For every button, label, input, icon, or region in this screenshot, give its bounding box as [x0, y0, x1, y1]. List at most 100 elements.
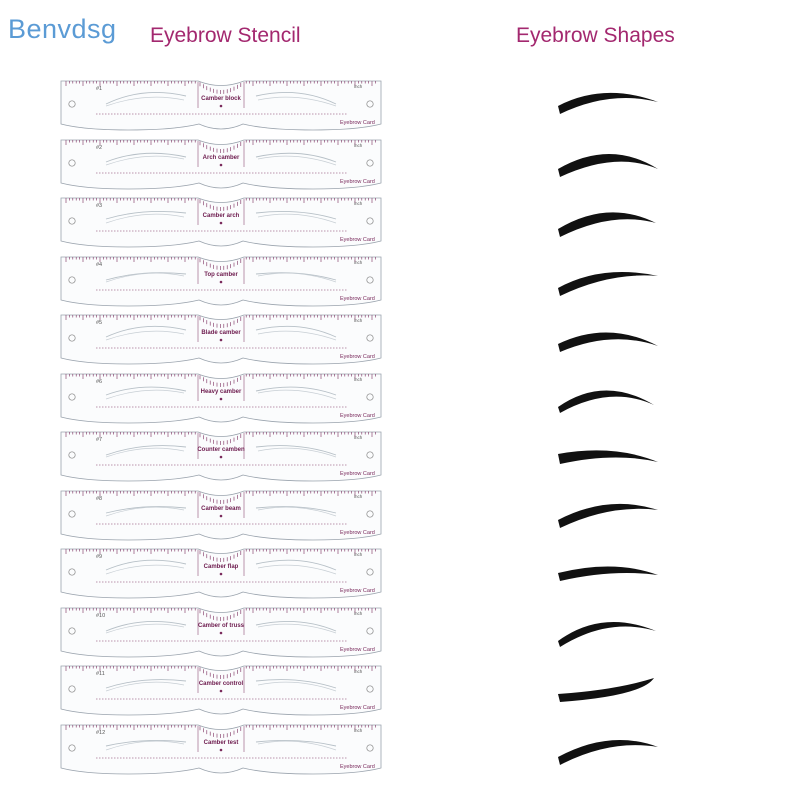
stencil-card-unit: inch — [354, 669, 363, 674]
eyebrow-shape-path — [558, 332, 658, 353]
stencil-card-10: #10 Camber of truss inch Eyebrow Card — [58, 605, 384, 661]
eyebrow-shape-icon — [558, 271, 658, 296]
stencil-card-outline — [60, 314, 382, 365]
stencil-card-shape-name: Camber test — [203, 739, 239, 746]
stencil-card-shape-name: Arch camber — [202, 154, 240, 161]
stencil-card-label: Eyebrow Card — [340, 705, 375, 711]
stencil-card-unit: inch — [354, 201, 363, 206]
stencil-card-unit: inch — [354, 435, 363, 440]
eyebrow-shape-icon — [558, 739, 658, 765]
stencil-card-shape-name: Camber control — [198, 681, 244, 687]
stencil-card-shape-name: Camber block — [201, 96, 241, 102]
stencil-card-6: #6 Heavy camber inch Eyebrow Card — [58, 371, 384, 427]
stencil-card-number: #3 — [96, 203, 103, 209]
eyebrow-shape-3 — [554, 201, 664, 260]
stencil-card-number: #12 — [96, 729, 106, 736]
stencil-card-outline — [60, 373, 382, 423]
eyebrow-shape-icon — [558, 566, 658, 581]
stencil-card-label: Eyebrow Card — [340, 178, 375, 185]
stencil-card-outline — [60, 197, 382, 248]
eyebrow-shape-6 — [554, 377, 664, 436]
eyebrow-shape-2 — [554, 143, 664, 202]
eyebrow-shape-icon — [558, 390, 654, 413]
eyebrow-shape-icon — [558, 153, 658, 177]
stencil-card-outline — [60, 607, 382, 657]
stencil-card-2: #2 Arch camber inch Eyebrow Card — [58, 137, 384, 193]
eyebrow-shape-7 — [554, 436, 664, 495]
stencil-card-shape-name: Camber of truss — [197, 622, 244, 629]
eyebrow-shape-path — [558, 92, 658, 114]
stencil-card-number: #2 — [96, 144, 103, 151]
eyebrow-shape-path — [558, 390, 654, 413]
eyebrow-shape-path — [558, 566, 658, 581]
stencil-card-label: Eyebrow Card — [340, 120, 375, 126]
brand-logo: Benvdsg — [8, 14, 117, 44]
stencil-card-outline — [60, 724, 382, 774]
stencil-card-number: #10 — [96, 612, 106, 619]
stencil-card-unit: inch — [354, 552, 363, 557]
stencil-card-unit: inch — [354, 318, 363, 323]
stencil-card-number: #9 — [96, 554, 103, 560]
eyebrow-shape-path — [558, 271, 658, 296]
stencil-card-unit: inch — [354, 142, 363, 148]
eyebrow-shape-icon — [558, 212, 656, 238]
stencil-card-number: #5 — [96, 320, 103, 326]
stencil-card-number: #1 — [96, 86, 103, 92]
eyebrow-shape-icon — [558, 622, 656, 648]
eyebrow-shape-icon — [558, 332, 658, 353]
stencil-card-shape-name: Counter camben — [197, 447, 245, 453]
eyebrow-shape-path — [558, 212, 656, 238]
eyebrow-shape-1 — [554, 84, 664, 143]
stencil-card-outline — [60, 490, 382, 540]
stencil-card-unit: inch — [354, 727, 363, 733]
eyebrow-shape-icon — [558, 677, 654, 702]
eyebrow-shape-path — [558, 504, 658, 529]
stencil-card-4: #4 Top camber inch Eyebrow Card — [58, 254, 384, 310]
stencil-card-number: #7 — [96, 437, 103, 443]
eyebrow-shape-path — [558, 449, 658, 464]
stencil-card-unit: inch — [354, 610, 363, 616]
stencil-card-number: #4 — [96, 261, 103, 268]
eyebrow-shape-icon — [558, 92, 658, 114]
eyebrow-shape-11 — [554, 670, 664, 729]
stencil-card-label: Eyebrow Card — [340, 588, 375, 594]
stencil-card-unit: inch — [354, 376, 363, 382]
shapes-heading: Eyebrow Shapes — [516, 24, 675, 47]
stencil-card-label: Eyebrow Card — [340, 763, 375, 770]
stencil-card-3: #3 Camber arch inch Eyebrow Card — [58, 195, 384, 251]
stencil-card-11: #11 Camber control inch Eyebrow Card — [58, 663, 384, 719]
stencil-card-9: #9 Camber flap inch Eyebrow Card — [58, 546, 384, 602]
stencil-card-number: #8 — [96, 495, 103, 502]
eyebrow-shape-icon — [558, 504, 658, 529]
stencil-card-1: #1 Camber block inch Eyebrow Card — [58, 78, 384, 134]
stencil-card-number: #6 — [96, 378, 103, 385]
stencil-card-label: Eyebrow Card — [340, 354, 375, 360]
stencil-card-shape-name: Camber beam — [201, 505, 241, 512]
eyebrow-shape-path — [558, 739, 658, 765]
stencil-card-label: Eyebrow Card — [340, 646, 375, 653]
stencil-card-shape-name: Heavy camber — [200, 388, 242, 395]
eyebrow-shape-list — [554, 84, 664, 787]
stencil-heading: Eyebrow Stencil — [150, 24, 301, 47]
stencil-card-outline — [60, 431, 382, 482]
stencil-card-outline — [60, 256, 382, 306]
stencil-card-shape-name: Blade camber — [201, 330, 241, 336]
stencil-card-label: Eyebrow Card — [340, 412, 375, 419]
eyebrow-shape-path — [558, 622, 656, 648]
stencil-card-5: #5 Blade camber inch Eyebrow Card — [58, 312, 384, 368]
stencil-card-outline — [60, 139, 382, 189]
eyebrow-shape-path — [558, 153, 658, 177]
stencil-card-label: Eyebrow Card — [340, 237, 375, 243]
stencil-card-unit: inch — [354, 493, 363, 499]
eyebrow-shape-path — [558, 677, 654, 702]
eyebrow-shape-icon — [558, 449, 658, 464]
stencil-card-outline — [60, 548, 382, 599]
eyebrow-shape-4 — [554, 260, 664, 319]
stencil-card-number: #11 — [96, 671, 105, 677]
eyebrow-shape-10 — [554, 611, 664, 670]
stencil-card-outline — [60, 80, 382, 131]
stencil-card-12: #12 Camber test inch Eyebrow Card — [58, 722, 384, 778]
stencil-card-label: Eyebrow Card — [340, 471, 375, 477]
stencil-card-shape-name: Camber arch — [202, 213, 240, 219]
eyebrow-shape-12 — [554, 729, 664, 788]
